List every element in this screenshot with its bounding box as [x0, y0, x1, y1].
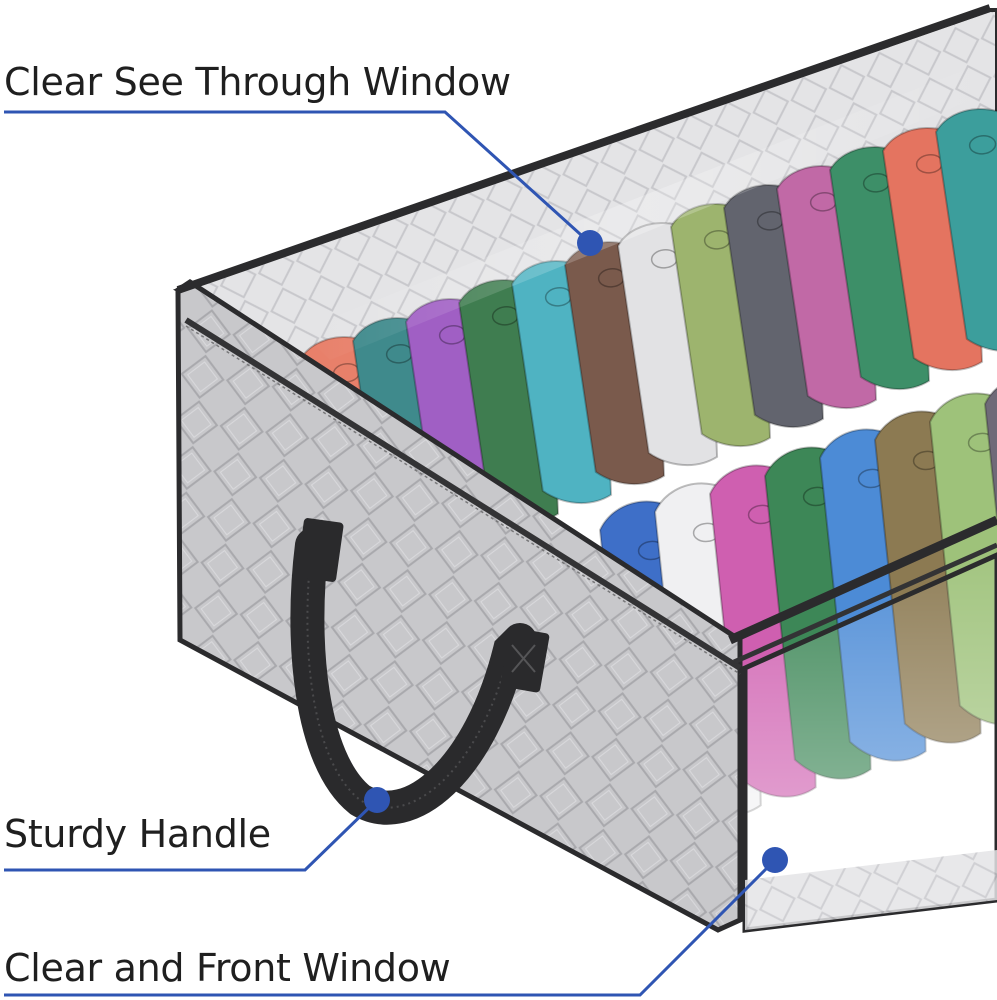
caps-back-row	[298, 107, 997, 581]
front-clear-window	[742, 552, 997, 933]
sturdy-handle-icon	[290, 518, 550, 825]
bag-front-rim	[728, 515, 997, 645]
callout-label-sturdy-handle: Sturdy Handle	[4, 812, 271, 856]
callout-label-front-window: Clear and Front Window	[4, 946, 451, 990]
callout-label-see-through-window: Clear See Through Window	[4, 60, 511, 104]
bag-top-rim	[176, 4, 992, 294]
cap-item	[934, 107, 997, 353]
cap-button	[968, 134, 997, 155]
zipper-left	[184, 317, 742, 671]
callout-lines	[4, 110, 788, 997]
